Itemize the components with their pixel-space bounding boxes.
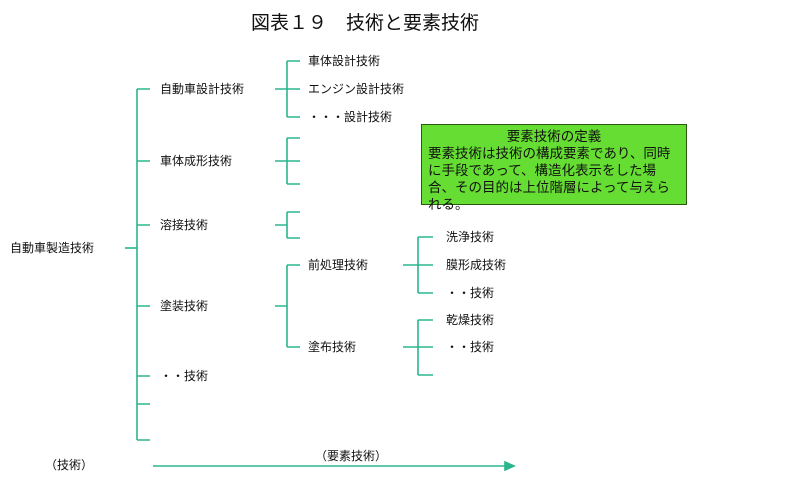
root-node: 自動車製造技術 [10,241,95,255]
node-level4: 乾燥技術 [446,313,495,327]
node-level3: ・・・設計技術 [308,110,393,124]
node-level4: 膜形成技術 [446,258,507,272]
node-level3: 前処理技術 [308,258,369,272]
node-level3: 車体設計技術 [308,54,381,68]
level2-bracket [136,88,150,441]
node-level3: 塗布技術 [308,340,357,354]
node-level4: ・・技術 [446,340,495,354]
pretreatment-bracket [403,236,433,294]
node-level2: 自動車設計技術 [160,82,245,96]
arrow-head [504,460,516,472]
node-level4: 洗浄技術 [446,230,495,244]
design-bracket [275,60,300,118]
element-technology-axis-label: （要素技術） [315,449,388,463]
body-bracket [275,137,300,185]
node-level2: ・・技術 [160,369,209,383]
node-level2: 溶接技術 [160,218,209,232]
node-level2: 車体成形技術 [160,154,233,168]
coating-bracket [403,319,433,376]
definition-box: 要素技術の定義 要素技術は技術の構成要素であり、同時に手段であって、構造化表示を… [421,124,687,213]
technology-axis-label: （技術） [45,458,94,472]
welding-bracket [275,211,300,239]
painting-bracket [275,264,300,348]
definition-heading: 要素技術の定義 [506,129,602,145]
diagram-title: 図表１９ 技術と要素技術 [250,12,479,34]
node-level3: エンジン設計技術 [308,82,405,96]
node-level4: ・・技術 [446,286,495,300]
definition-body: 要素技術は技術の構成要素であり、同時に手段であって、構造化表示をした場合、その目… [428,146,671,213]
node-level2: 塗装技術 [160,299,209,313]
